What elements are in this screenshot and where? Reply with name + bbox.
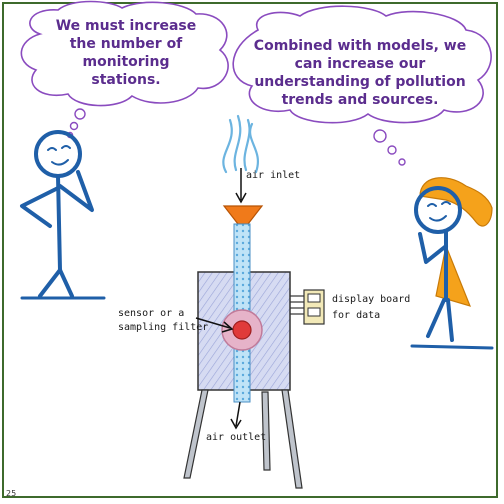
left-bubble-line-4: stations. bbox=[91, 72, 160, 88]
display-board-screen-bottom bbox=[307, 307, 321, 317]
left-stick-figure bbox=[20, 130, 106, 300]
sensor-filter bbox=[232, 320, 252, 340]
left-figure-smile bbox=[51, 159, 69, 166]
right-stick-figure bbox=[410, 177, 494, 350]
display-label-line-2: for data bbox=[332, 310, 380, 321]
right-figure-arm bbox=[418, 232, 448, 264]
left-figure-left-leg bbox=[38, 268, 62, 298]
sensor-pointer-arrowhead bbox=[221, 321, 234, 333]
air-outlet-label: air outlet bbox=[206, 432, 266, 443]
left-figure-eyes bbox=[47, 145, 71, 151]
left-figure-head bbox=[34, 130, 82, 178]
display-board bbox=[290, 289, 325, 325]
air-wisps-icon bbox=[222, 114, 259, 174]
sensor-pointer-line bbox=[195, 317, 231, 329]
left-figure-body bbox=[56, 174, 62, 272]
air-outlet-arrow bbox=[235, 401, 241, 427]
left-figure-right-arm bbox=[58, 170, 94, 212]
left-bubble-dot-large bbox=[74, 108, 86, 120]
right-figure-eyes bbox=[427, 201, 451, 207]
left-figure-right-leg bbox=[58, 268, 74, 298]
display-board-screen-top bbox=[307, 293, 321, 303]
left-bubble-line-3: monitoring bbox=[83, 54, 170, 70]
right-bubble-cloud bbox=[232, 5, 492, 124]
intake-funnel bbox=[222, 205, 264, 225]
right-bubble-line-4: trends and sources. bbox=[282, 92, 439, 108]
right-bubble-line-2: can increase our bbox=[295, 56, 426, 72]
stand-leg-middle bbox=[261, 391, 271, 471]
left-bubble-cloud bbox=[20, 0, 229, 107]
display-label-line-1: display board bbox=[332, 294, 410, 305]
stand-leg-right bbox=[281, 389, 303, 489]
left-figure-left-arm bbox=[20, 186, 60, 228]
left-bubble-line-2: the number of bbox=[70, 36, 183, 52]
air-outlet-arrowhead bbox=[230, 418, 242, 430]
right-figure-smile bbox=[429, 215, 447, 222]
right-figure-dress bbox=[435, 243, 472, 307]
left-bubble-dot-medium bbox=[69, 121, 79, 131]
right-bubble-line-1: Combined with models, we bbox=[254, 38, 466, 54]
right-figure-right-leg bbox=[446, 298, 454, 342]
right-figure-ground bbox=[410, 344, 494, 350]
sensor-label-line-2: sampling filter bbox=[118, 322, 208, 333]
right-bubble-dot-small bbox=[398, 158, 406, 166]
page-number: 25 bbox=[6, 489, 17, 498]
right-bubble-dot-medium bbox=[387, 145, 397, 155]
right-figure-head bbox=[414, 186, 462, 234]
left-thought-bubble: We must increase the number of monitorin… bbox=[20, 0, 229, 139]
left-bubble-line-1: We must increase bbox=[56, 18, 197, 34]
stand-leg-left bbox=[183, 389, 209, 479]
right-bubble-dot-large bbox=[373, 129, 387, 143]
air-inlet-arrowhead bbox=[235, 192, 247, 204]
right-figure-left-leg bbox=[426, 298, 446, 338]
air-inlet-label: air inlet bbox=[246, 170, 300, 181]
device-stand bbox=[183, 389, 303, 489]
right-bubble-line-3: understanding of pollution bbox=[254, 74, 465, 90]
right-thought-bubble: Combined with models, we can increase ou… bbox=[232, 5, 492, 166]
sensor-label-line-1: sensor or a bbox=[118, 308, 184, 319]
